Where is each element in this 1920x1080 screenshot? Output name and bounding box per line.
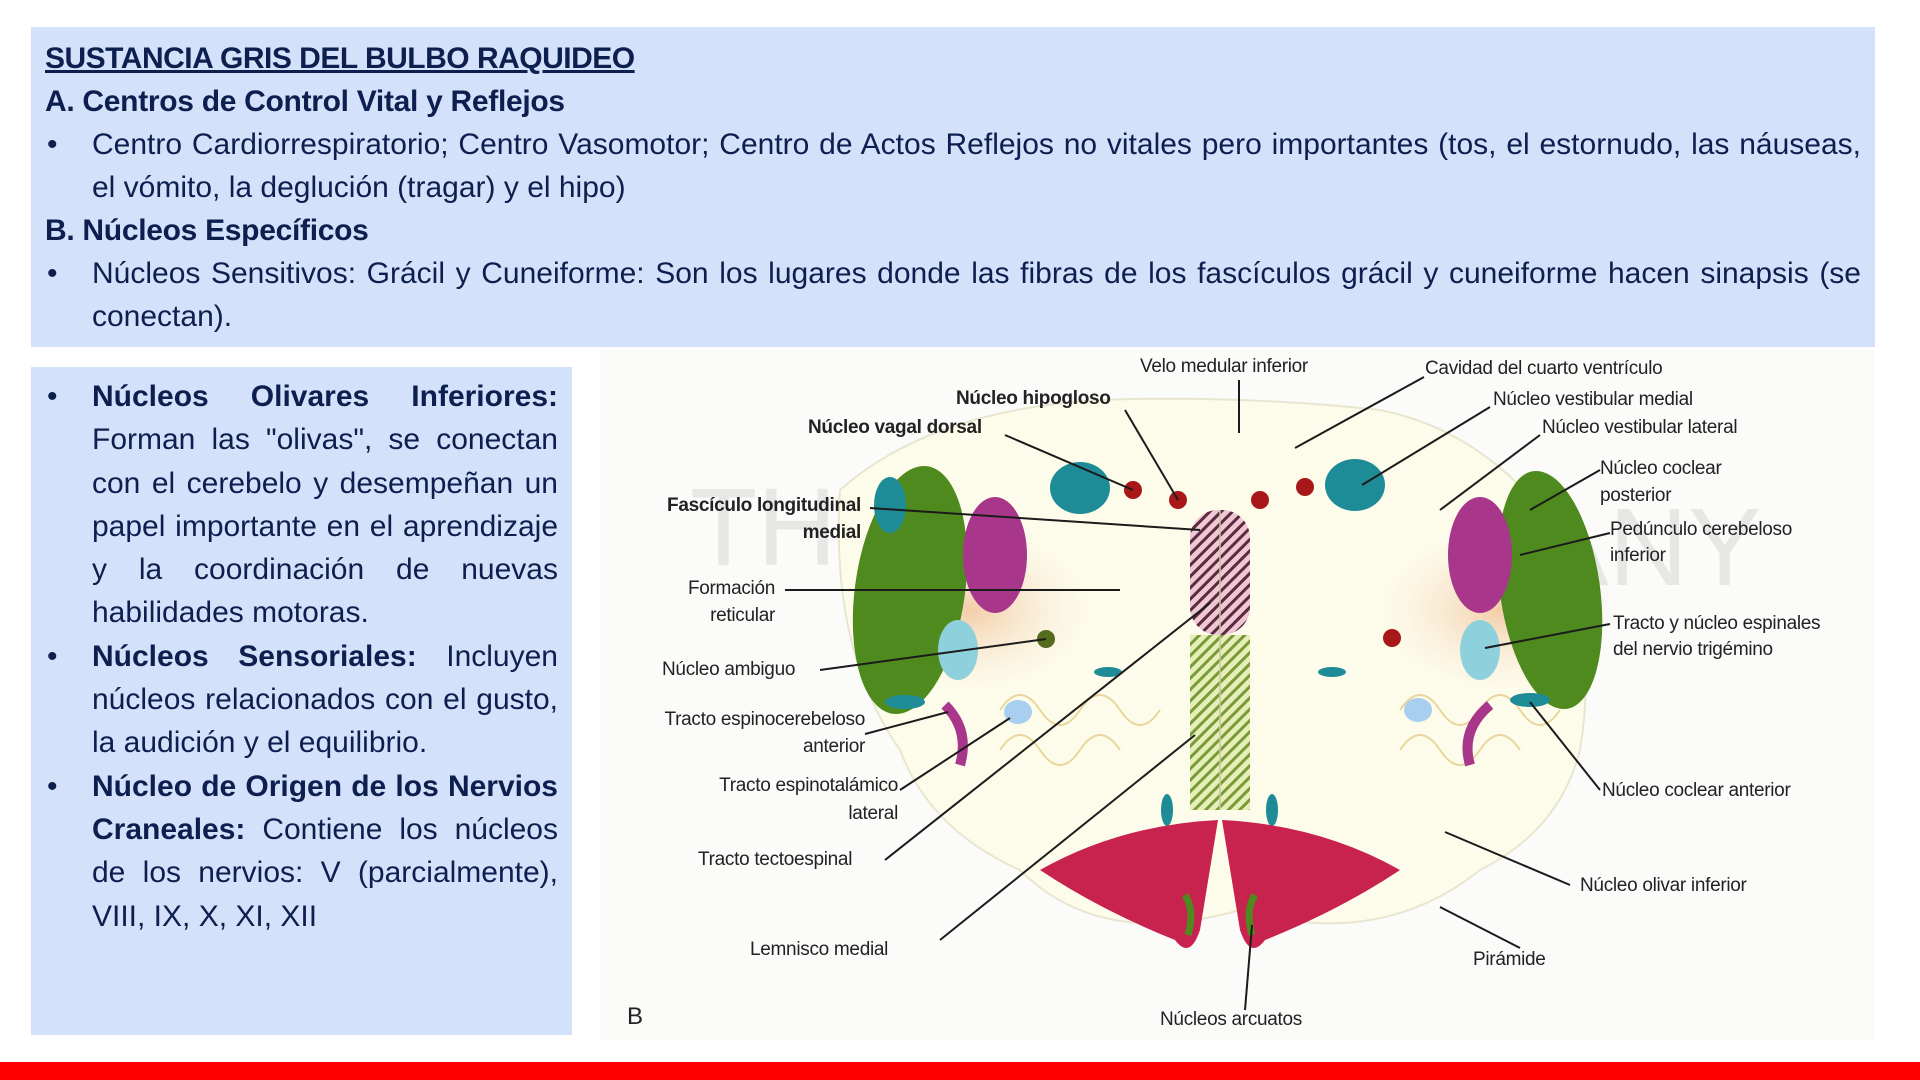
slide-title: SUSTANCIA GRIS DEL BULBO RAQUIDEO xyxy=(45,42,635,75)
label-trigemino-1: Tracto y núcleo espinales xyxy=(1613,613,1821,634)
heading-b: B. Núcleos Específicos xyxy=(45,214,369,247)
label-lemnisco-medial: Lemnisco medial xyxy=(750,939,889,960)
label-formacion-2: reticular xyxy=(710,605,775,626)
label-cavidad-cuarto-ventriculo: Cavidad del cuarto ventrículo xyxy=(1425,358,1663,379)
medulla-diagram-illustration: THE PANY xyxy=(690,376,1761,1011)
label-nucleo-olivar-inferior: Núcleo olivar inferior xyxy=(1580,875,1747,896)
bullet-dot: • xyxy=(47,769,58,803)
item-title: Núcleos Olivares Inferiores: xyxy=(92,380,558,413)
label-trigemino-2: del nervio trigémino xyxy=(1613,639,1773,660)
item-text: Forman las "olivas", se conectan con el … xyxy=(92,423,558,630)
label-espinocerebeloso-2: anterior xyxy=(802,736,865,757)
top-text-panel: SUSTANCIA GRIS DEL BULBO RAQUIDEO A. Cen… xyxy=(31,27,1875,347)
label-tracto-tectoespinal: Tracto tectoespinal xyxy=(698,849,853,870)
list-item-sensoriales: • Núcleos Sensoriales: Incluyen núcleos … xyxy=(45,635,558,765)
label-espinocerebeloso-1: Tracto espinocerebeloso xyxy=(664,709,866,730)
label-piramide: Pirámide xyxy=(1473,949,1546,970)
label-fasciculo-1: Fascículo longitudinal xyxy=(667,495,861,516)
label-nucleo-vagal-dorsal: Núcleo vagal dorsal xyxy=(808,417,982,438)
label-velo-medular: Velo medular inferior xyxy=(1140,356,1308,377)
label-pedunculo-2: inferior xyxy=(1610,545,1666,566)
label-pedunculo-1: Pedúnculo cerebeloso xyxy=(1610,519,1793,540)
label-coclear-posterior-2: posterior xyxy=(1600,485,1672,506)
panel-letter: B xyxy=(627,1003,643,1030)
bullet-dot: • xyxy=(47,128,58,161)
heading-a: A. Centros de Control Vital y Reflejos xyxy=(45,85,565,118)
label-coclear-anterior: Núcleo coclear anterior xyxy=(1602,780,1791,801)
label-espinotalamico-1: Tracto espinotalámico xyxy=(719,775,898,796)
bullet-b-text: Núcleos Sensitivos: Grácil y Cuneiforme:… xyxy=(92,257,1861,333)
left-text-panel: • Núcleos Olivares Inferiores: Forman la… xyxy=(31,367,572,1035)
label-formacion-1: Formación xyxy=(687,578,775,599)
item-text: Contiene los núcleos de los nervios: V (… xyxy=(92,812,558,933)
item-title: Núcleos Sensoriales: xyxy=(92,639,417,673)
list-item-olivares: • Núcleos Olivares Inferiores: Forman la… xyxy=(45,375,558,635)
bullet-b: • Núcleos Sensitivos: Grácil y Cuneiform… xyxy=(45,252,1861,338)
item-title: Núcleo de Origen de los Nervios Craneale… xyxy=(92,769,558,846)
label-nucleos-arcuatos: Núcleos arcuatos xyxy=(1160,1009,1302,1030)
label-vestibular-medial: Núcleo vestibular medial xyxy=(1493,389,1693,410)
label-nucleo-ambiguo: Núcleo ambiguo xyxy=(662,659,796,680)
bullet-dot: • xyxy=(47,380,58,413)
label-vestibular-lateral: Núcleo vestibular lateral xyxy=(1542,417,1738,438)
label-nucleo-hipogloso: Núcleo hipogloso xyxy=(956,388,1111,409)
list-item-nervios-craneales: • Núcleo de Origen de los Nervios Cranea… xyxy=(45,765,558,938)
bullet-a: • Centro Cardiorrespiratorio; Centro Vas… xyxy=(45,123,1861,209)
label-coclear-posterior-1: Núcleo coclear xyxy=(1600,458,1722,479)
bullet-dot: • xyxy=(47,257,58,290)
medulla-cross-section-figure: THE PANY xyxy=(600,350,1875,1040)
label-fasciculo-2: medial xyxy=(802,522,862,543)
footer-red-bar xyxy=(0,1062,1920,1080)
item-text: Incluyen núcleos relacionados con el gus… xyxy=(92,639,558,760)
bullet-dot: • xyxy=(47,639,58,673)
label-espinotalamico-2: lateral xyxy=(848,803,898,824)
bullet-a-text: Centro Cardiorrespiratorio; Centro Vasom… xyxy=(92,128,1861,204)
